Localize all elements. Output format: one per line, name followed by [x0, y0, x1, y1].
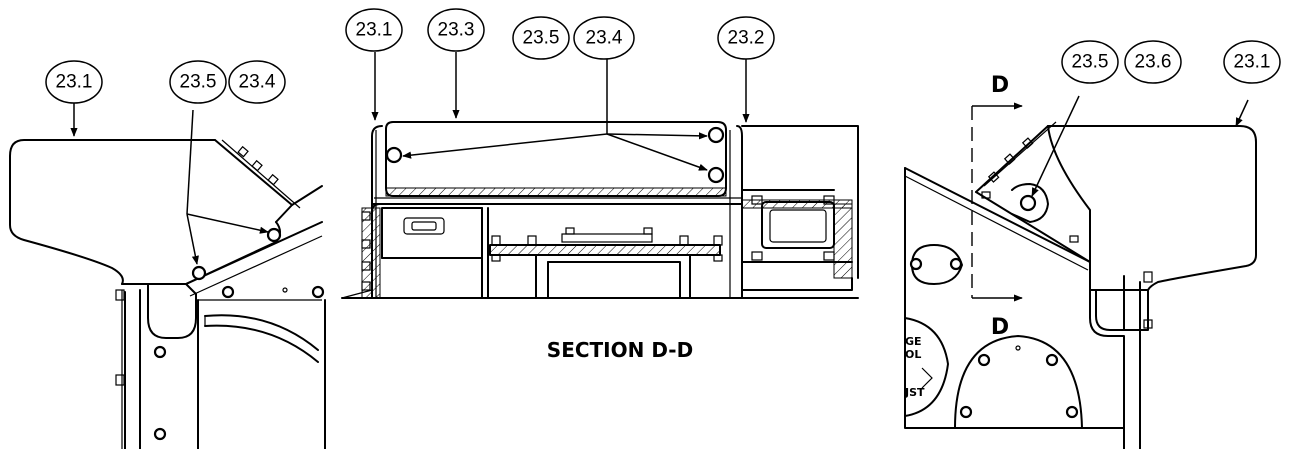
svg-text:23.1: 23.1: [356, 20, 393, 41]
svg-text:JST: JST: [904, 386, 925, 399]
svg-text:GE: GE: [905, 335, 922, 348]
right-knob: [1019, 194, 1037, 212]
svg-text:23.5: 23.5: [180, 72, 217, 93]
svg-text:23.3: 23.3: [438, 20, 475, 41]
callout-section-23-3: 23.3: [427, 8, 485, 52]
right-view: GE OL JST: [904, 102, 1257, 449]
left-knob-upper: [266, 227, 282, 243]
svg-text:23.5: 23.5: [1072, 52, 1109, 73]
left-view: [9, 139, 326, 449]
svg-text:23.4: 23.4: [239, 72, 276, 93]
section-caption: SECTION D-D: [547, 338, 693, 362]
svg-text:23.2: 23.2: [728, 28, 765, 49]
callout-left-23-4: 23.4: [228, 60, 286, 104]
svg-text:23.1: 23.1: [1234, 52, 1271, 73]
section-knob-right-bottom: [707, 166, 725, 184]
section-knob-right-top: [707, 126, 725, 144]
callout-section-23-1: 23.1: [345, 8, 403, 52]
right-leaders: [1031, 95, 1249, 197]
right-cover-outline: [975, 125, 1257, 291]
callout-left-23-1: 23.1: [45, 60, 103, 104]
callout-right-23-1: 23.1: [1223, 40, 1281, 84]
svg-text:OL: OL: [905, 348, 921, 361]
callout-left-23-5: 23.5: [169, 60, 227, 104]
svg-text:23.6: 23.6: [1135, 52, 1172, 73]
section-view: [341, 121, 859, 299]
svg-text:23.5: 23.5: [523, 28, 560, 49]
section-cut-letter-top: D: [991, 73, 1009, 98]
callout-section-23-5: 23.5: [512, 16, 570, 60]
section-knob-left: [385, 146, 403, 164]
svg-text:23.4: 23.4: [586, 28, 623, 49]
section-cut-letter-bottom: D: [991, 315, 1009, 340]
callout-right-23-5: 23.5: [1061, 40, 1119, 84]
callout-section-23-2: 23.2: [717, 16, 775, 60]
left-leaders: [70, 100, 269, 265]
left-knob-lower: [191, 265, 207, 281]
svg-text:23.1: 23.1: [56, 72, 93, 93]
section-leaders: [371, 52, 750, 171]
callout-right-23-6: 23.6: [1124, 40, 1182, 84]
callout-section-23-4: 23.4: [573, 16, 635, 60]
callout-bubbles: 23.1 23.5 23.4 23.1 23.3 23.5 23.4 23.: [45, 8, 1281, 104]
